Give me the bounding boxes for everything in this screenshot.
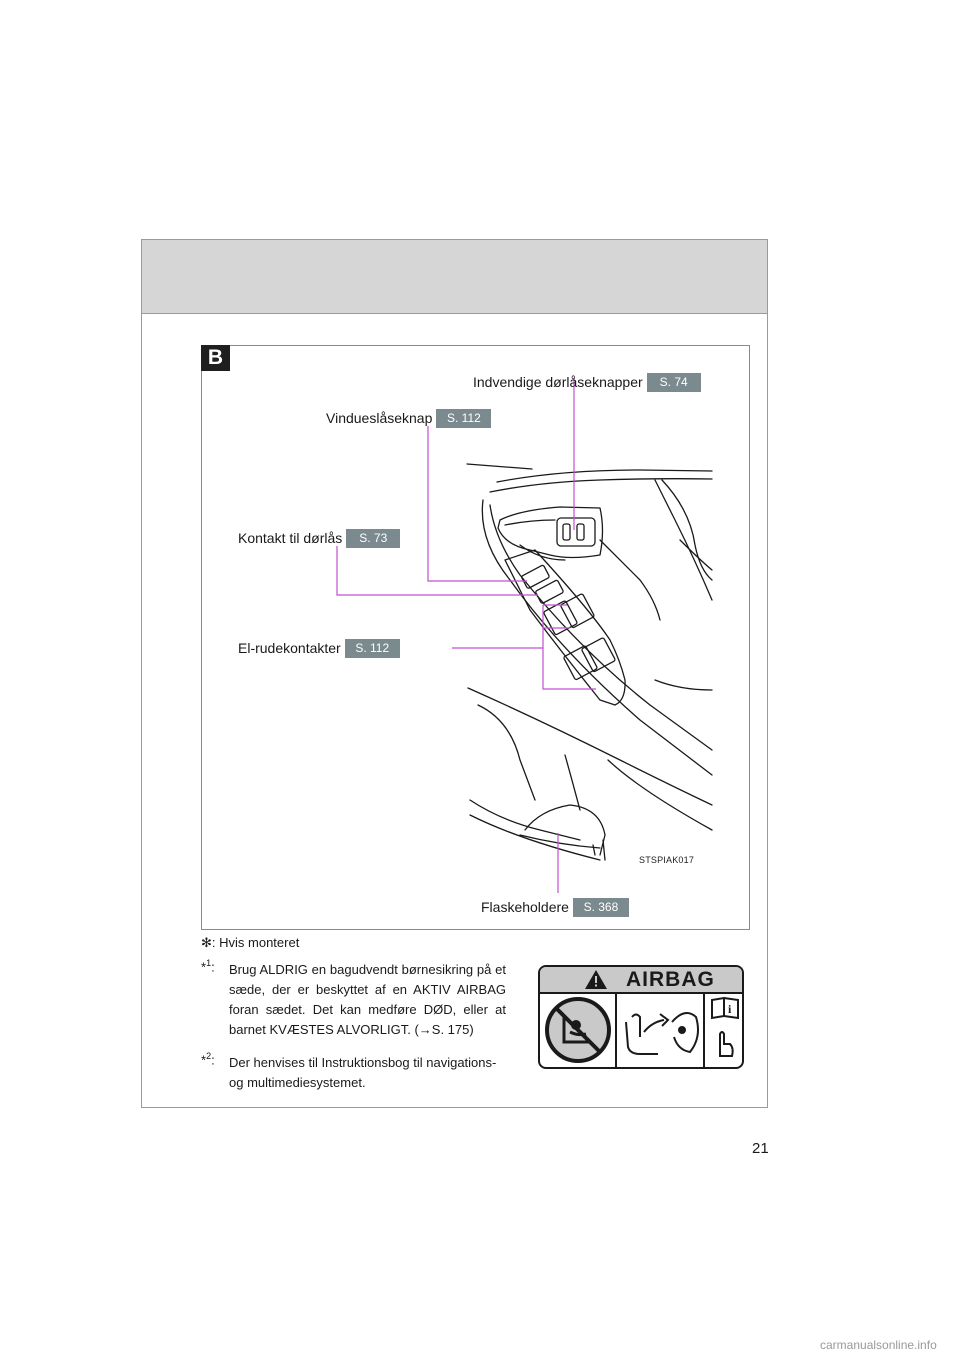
page-ref-badge[interactable]: S. 73 bbox=[346, 528, 401, 548]
figure-id: STSPIAK017 bbox=[639, 855, 695, 865]
airbag-warning-label: AIRBAG i bbox=[538, 965, 744, 1069]
footnote-2-text: Der henvises til Instruktionsbog til nav… bbox=[229, 1055, 497, 1090]
callout-label: Vindueslåseknap bbox=[326, 410, 433, 426]
warning-triangle-icon bbox=[585, 970, 607, 989]
svg-text:i: i bbox=[728, 1002, 732, 1016]
airbag-label-pictograms: i bbox=[545, 992, 739, 1067]
callout-label: Kontakt til dørlås bbox=[238, 530, 343, 546]
note-mark: ✻ bbox=[201, 935, 212, 950]
header-band bbox=[142, 240, 767, 314]
site-footer-watermark[interactable]: carmanualsonline.info bbox=[820, 1338, 937, 1352]
page-ref-badge[interactable]: S. 112 bbox=[344, 638, 400, 658]
note-text: : Hvis monteret bbox=[211, 935, 300, 950]
callout-label: El-rudekontakter bbox=[238, 640, 341, 656]
page-ref-badge[interactable]: S. 112 bbox=[436, 408, 492, 428]
section-badge: B bbox=[201, 345, 230, 371]
footnote-1-mark: *1: bbox=[201, 958, 215, 975]
airbag-deploy-icon bbox=[625, 1012, 699, 1055]
callout-label: Indvendige dørlåseknapper bbox=[473, 374, 643, 390]
callout-power-window-switches: El-rudekontakter S. 112 bbox=[238, 638, 400, 658]
callout-label: Flaskeholdere bbox=[481, 899, 569, 915]
callout-door-lock-buttons: Indvendige dørlåseknapper S. 74 bbox=[473, 372, 701, 392]
page-number: 21 bbox=[752, 1140, 769, 1157]
no-rear-child-seat-icon bbox=[545, 997, 611, 1063]
read-manual-icon: i bbox=[711, 996, 739, 1057]
footnote-1-text: Brug ALDRIG en bagudvendt børnesikring p… bbox=[229, 962, 506, 1037]
page-ref-badge[interactable]: S. 368 bbox=[572, 897, 629, 917]
callout-window-lock-button: Vindueslåseknap S. 112 bbox=[326, 408, 492, 428]
airbag-title: AIRBAG bbox=[626, 968, 715, 991]
callout-door-lock-switch: Kontakt til dørlås S. 73 bbox=[238, 528, 401, 548]
airbag-label-header: AIRBAG bbox=[540, 967, 742, 994]
footnote-2-mark: *2: bbox=[201, 1051, 215, 1068]
page-ref-badge[interactable]: S. 74 bbox=[646, 372, 701, 392]
fitted-note: ✻: Hvis monteret bbox=[201, 933, 299, 953]
page-frame bbox=[141, 239, 768, 1108]
figure-box bbox=[201, 345, 750, 930]
callout-bottle-holders: Flaskeholdere S. 368 bbox=[481, 897, 629, 917]
